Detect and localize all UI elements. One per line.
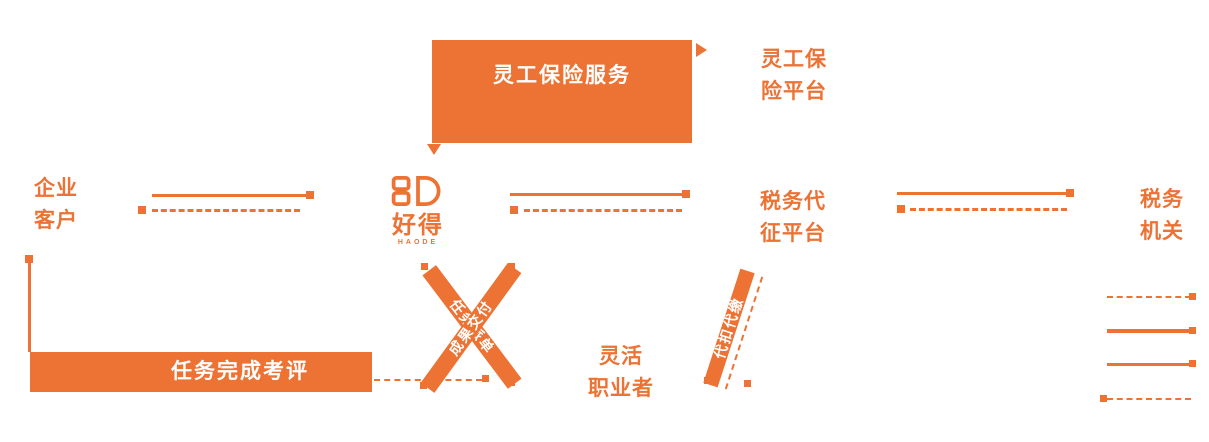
worker-label: 灵活 职业者 bbox=[588, 345, 654, 400]
connector-endpoint bbox=[897, 205, 905, 213]
enterprise-label: 企业 客户 bbox=[34, 177, 78, 232]
logo-text: 好得 bbox=[392, 212, 444, 239]
connector-enterprise-logo-top bbox=[152, 194, 308, 197]
task-eval-box: 任务完成考评 bbox=[30, 352, 372, 392]
connector-logo-taxagent-bottom bbox=[524, 209, 682, 212]
connector-endpoint bbox=[510, 206, 518, 214]
connector-endpoint bbox=[420, 382, 427, 389]
legend-line-1 bbox=[1107, 296, 1191, 298]
connector-endpoint bbox=[682, 190, 690, 198]
connector-endpoint bbox=[1066, 189, 1074, 197]
connector-endpoint bbox=[421, 263, 428, 270]
connector-endpoint bbox=[1189, 360, 1196, 367]
connector-enterprise-taskbox bbox=[28, 263, 31, 352]
arrow-right-to-insurance-icon bbox=[696, 43, 707, 57]
connector-endpoint bbox=[306, 191, 314, 199]
connector-taxagent-authority-bottom bbox=[910, 208, 1067, 211]
connector-endpoint bbox=[25, 255, 33, 263]
connector-logo-taxagent-top bbox=[510, 193, 682, 196]
connector-endpoint bbox=[482, 375, 489, 382]
arrow-down-from-box-icon bbox=[427, 144, 441, 155]
connector-endpoint bbox=[1189, 327, 1196, 334]
connector-endpoint bbox=[138, 206, 146, 214]
insurance-platform-label: 灵工保 险平台 bbox=[761, 48, 827, 103]
logo-subtext: HAODE bbox=[397, 239, 439, 247]
connector-endpoint bbox=[744, 380, 751, 387]
connector-endpoint bbox=[508, 379, 515, 386]
legend-line-2 bbox=[1107, 329, 1191, 333]
connector-endpoint bbox=[508, 263, 515, 270]
haode-logo: 好得 HAODE bbox=[383, 174, 453, 246]
connector-taxagent-authority-top bbox=[897, 192, 1067, 195]
legend-line-4 bbox=[1107, 398, 1191, 400]
tax-authority-label: 税务 机关 bbox=[1140, 188, 1184, 243]
logo-mark-icon bbox=[391, 176, 441, 206]
flow-tax-withholding: 代扣代缴 bbox=[703, 268, 755, 388]
connector-endpoint bbox=[704, 377, 711, 384]
connector-endpoint bbox=[1100, 395, 1107, 402]
tax-agent-label: 税务代 征平台 bbox=[760, 190, 826, 245]
connector-enterprise-logo-bottom bbox=[152, 209, 300, 212]
insurance-service-box: 灵工保险服务 bbox=[432, 40, 692, 143]
legend-line-3 bbox=[1107, 363, 1191, 366]
connector-endpoint bbox=[1189, 293, 1196, 300]
